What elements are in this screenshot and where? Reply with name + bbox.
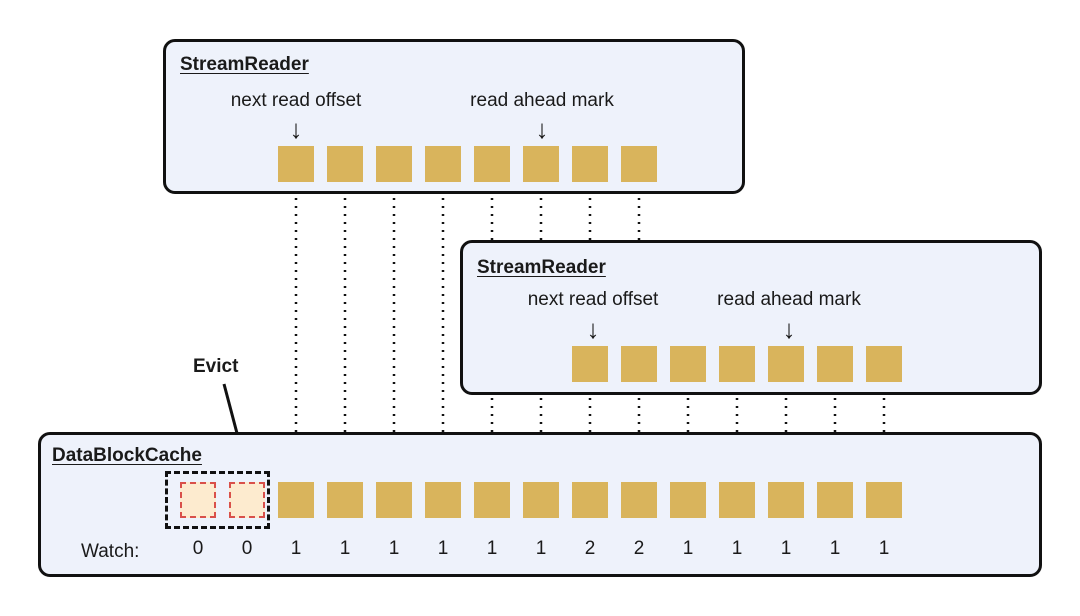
reader2-block [866,346,902,382]
watch-count: 1 [437,538,449,559]
evict-group-box [165,471,270,529]
reader2-block [572,346,608,382]
cache-block [670,482,706,518]
cache-block [719,482,755,518]
next-read-offset-label: next read offset [230,90,362,111]
watch-label: Watch: [81,541,140,562]
cache-block [866,482,902,518]
reader1-block [425,146,461,182]
reader1-block [572,146,608,182]
read-ahead-mark-label: read ahead mark [470,90,614,111]
watch-count: 1 [878,538,890,559]
read-ahead-mark-label: read ahead mark [717,289,861,310]
cache-block [621,482,657,518]
evict-label: Evict [193,356,239,377]
reader2-block [817,346,853,382]
watch-count: 1 [339,538,351,559]
watch-count: 0 [192,538,204,559]
cache-block [572,482,608,518]
data-block-cache-title: DataBlockCache [52,445,202,466]
stream-reader-title: StreamReader [477,257,606,278]
reader2-block [768,346,804,382]
watch-count: 1 [388,538,400,559]
cache-block [768,482,804,518]
reader2-block [621,346,657,382]
reader1-block [376,146,412,182]
cache-block [474,482,510,518]
cache-block [327,482,363,518]
reader1-block [621,146,657,182]
next-read-arrow-icon: ↓ [586,314,600,344]
watch-count: 1 [486,538,498,559]
watch-count: 1 [731,538,743,559]
cache-block [376,482,412,518]
watch-count: 1 [290,538,302,559]
next-read-offset-label: next read offset [527,289,659,310]
watch-count: 2 [584,538,596,559]
watch-count: 1 [780,538,792,559]
cache-block [278,482,314,518]
reader1-block [278,146,314,182]
evicted-cache-block [180,482,216,518]
reader2-block [670,346,706,382]
stream-reader-title: StreamReader [180,54,309,75]
read-ahead-arrow-icon: ↓ [535,114,549,144]
next-read-arrow-icon: ↓ [289,114,303,144]
cache-block [425,482,461,518]
reader1-block [474,146,510,182]
evicted-cache-block [229,482,265,518]
watch-count: 1 [535,538,547,559]
cache-block [817,482,853,518]
reader1-block [523,146,559,182]
reader2-block [719,346,755,382]
read-ahead-arrow-icon: ↓ [782,314,796,344]
watch-count: 2 [633,538,645,559]
reader1-block [327,146,363,182]
stream-reader-panel-2: StreamReader next read offset ↓ read ahe… [460,240,1042,395]
watch-count: 0 [241,538,253,559]
cache-block [523,482,559,518]
watch-count: 1 [829,538,841,559]
watch-count: 1 [682,538,694,559]
